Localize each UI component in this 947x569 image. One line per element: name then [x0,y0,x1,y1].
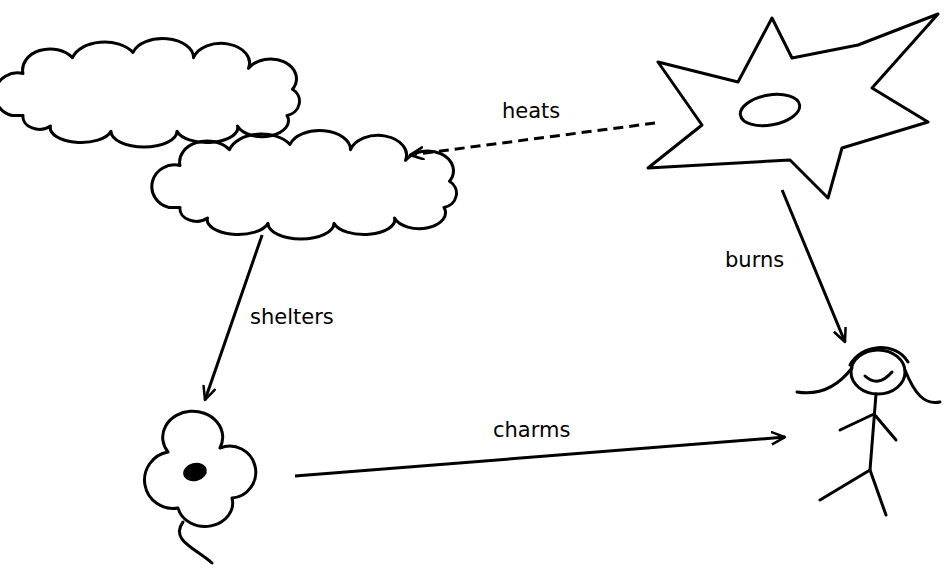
person-smile [865,372,892,381]
person-body [870,394,876,470]
edge-label: heats [499,99,563,124]
person-hair [797,368,852,393]
sun-star [648,14,938,198]
connector-arrow [410,123,655,155]
flower-center [181,460,209,484]
connector-arrow [782,190,845,342]
person-hair [850,348,908,365]
edge-label: shelters [247,305,337,330]
edge-label: charms [490,418,573,443]
edge-label: burns [722,248,787,273]
person-head [851,350,905,394]
upper-cloud [0,39,299,147]
flower-stem [179,522,212,563]
flower-figure [115,400,295,560]
person-arms [840,414,896,440]
sun-figure [655,10,940,190]
flower-petals [145,411,256,526]
person-figure [785,342,940,520]
person-legs [820,470,886,515]
lower-cloud [152,131,457,239]
cloud-figure [162,155,460,235]
person-hair [905,370,940,403]
sun-eye [738,90,802,130]
